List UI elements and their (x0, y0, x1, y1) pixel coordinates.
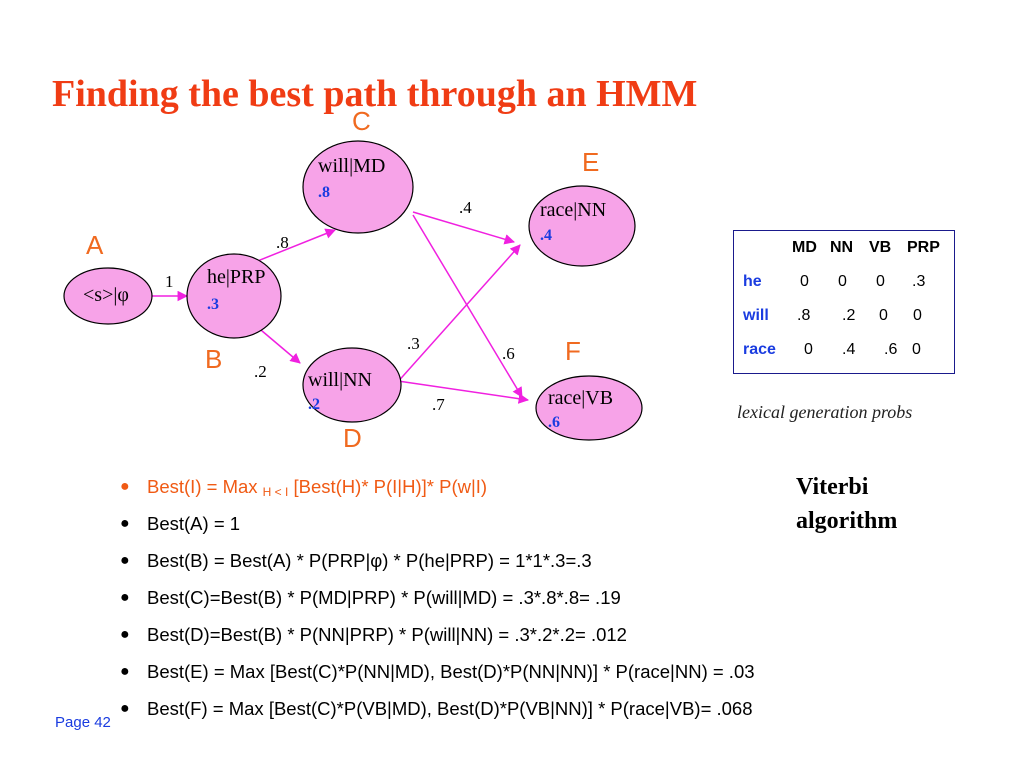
bullet-icon: ● (120, 552, 130, 569)
edge-d-e (394, 244, 521, 386)
table-row-label: he (743, 273, 762, 290)
algorithm-label-line1: Viterbi (796, 474, 869, 500)
edge-d-f (397, 380, 530, 404)
node-b-shape (186, 253, 282, 339)
edge-label-c-e: .4 (459, 198, 472, 217)
edge-b-d (254, 324, 301, 364)
table-header-md: MD (792, 239, 817, 256)
edge-label-b-c: .8 (276, 233, 289, 252)
node-d-word: will|NN (308, 369, 373, 391)
table-row-label: will (743, 307, 769, 324)
table-cell: 0 (804, 341, 813, 358)
table-header-prp: PRP (907, 239, 940, 256)
table-cell: 0 (838, 273, 847, 290)
node-f-letter: F (565, 336, 581, 366)
formula-subscript: H < I (262, 485, 289, 499)
derivation-list: ● Best(I) = Max H < I [Best(H)* P(I|H)]* … (120, 473, 970, 732)
node-d-prob: .2 (308, 396, 320, 413)
table-cell: 0 (800, 273, 809, 290)
node-c-letter: C (352, 106, 371, 136)
node-d-shape (302, 347, 402, 423)
lexical-table: MD NN VB PRP he 0 0 0 .3 will .8 .2 0 0 … (733, 230, 955, 374)
node-a-letter: A (86, 230, 104, 260)
table-cell: 0 (913, 307, 922, 324)
node-b-word: he|PRP (207, 266, 266, 288)
table-caption: lexical generation probs (737, 402, 913, 422)
node-a-shape (63, 267, 153, 325)
node-c-word: will|MD (318, 155, 386, 177)
list-item: ● Best(E) = Max [Best(C)*P(NN|MD), Best(D… (120, 658, 970, 695)
list-item-text: Best(E) = Max [Best(C)*P(NN|MD), Best(D)… (147, 661, 755, 682)
table-cell: .2 (842, 307, 856, 324)
edge-label-c-f: .6 (502, 344, 515, 363)
list-item-text: Best(A) = 1 (147, 513, 241, 534)
node-c-prob: .8 (318, 184, 330, 201)
node-a-word: <s>|φ (83, 284, 129, 306)
bullet-icon: ● (120, 626, 130, 643)
table-cell: .8 (797, 307, 811, 324)
node-e-prob: .4 (540, 227, 552, 244)
list-item-text: Best(F) = Max [Best(C)*P(VB|MD), Best(D)… (147, 698, 753, 719)
edge-c-f (412, 214, 523, 398)
algorithm-label: Viterbi algorithm (796, 470, 897, 538)
table-header-vb: VB (869, 239, 892, 256)
edge-label-b-d: .2 (254, 362, 267, 381)
formula-tail: [Best(H)* P(I|H)]* P(w|I) (288, 476, 488, 497)
node-f-shape (535, 375, 643, 441)
list-item: ● Best(A) = 1 (120, 510, 970, 547)
node-d-letter: D (343, 423, 362, 453)
node-e-shape (528, 185, 636, 267)
list-item-text: Best(D)=Best(B) * P(NN|PRP) * P(will|NN)… (147, 624, 627, 645)
edge-label-d-e: .3 (407, 334, 420, 353)
table-cell: 0 (876, 273, 885, 290)
table-cell: 0 (879, 307, 888, 324)
table-cell: .4 (842, 341, 856, 358)
bullet-icon: ● (120, 589, 130, 606)
node-f-prob: .6 (548, 414, 560, 431)
list-item: ● Best(C)=Best(B) * P(MD|PRP) * P(will|MD… (120, 584, 970, 621)
list-item-text: Best(B) = Best(A) * P(PRP|φ) * P(he|PRP)… (147, 550, 592, 571)
node-b-prob: .3 (207, 296, 219, 313)
edge-b-c (249, 228, 336, 265)
list-item: ● Best(B) = Best(A) * P(PRP|φ) * P(he|PRP… (120, 547, 970, 584)
formula-item: ● Best(I) = Max H < I [Best(H)* P(I|H)]* … (120, 473, 970, 510)
table-cell: .6 (884, 341, 898, 358)
table-cell: .3 (912, 273, 926, 290)
node-b-letter: B (205, 344, 223, 374)
formula-head: Best(I) = Max (147, 476, 263, 497)
edge-c-e (412, 211, 516, 245)
edge-label-a-b: 1 (165, 272, 174, 291)
node-c-shape (302, 140, 414, 234)
list-item: ● Best(D)=Best(B) * P(NN|PRP) * P(will|NN… (120, 621, 970, 658)
table-header-nn: NN (830, 239, 854, 256)
list-item: ● Best(F) = Max [Best(C)*P(VB|MD), Best(D… (120, 695, 970, 732)
algorithm-label-line2: algorithm (796, 508, 898, 534)
table-cell: 0 (912, 341, 921, 358)
edge-label-d-f: .7 (432, 395, 445, 414)
bullet-icon: ● (120, 515, 130, 532)
node-e-word: race|NN (540, 199, 607, 221)
node-e-letter: E (582, 147, 600, 177)
table-row-label: race (743, 341, 776, 358)
node-f-word: race|VB (548, 387, 614, 409)
bullet-icon: ● (120, 700, 130, 717)
page-footer: Page 42 (55, 714, 111, 731)
bullet-icon: ● (120, 663, 130, 680)
list-item-text: Best(C)=Best(B) * P(MD|PRP) * P(will|MD)… (147, 587, 621, 608)
bullet-icon: ● (120, 478, 130, 495)
page-title: Finding the best path through an HMM (52, 73, 698, 115)
